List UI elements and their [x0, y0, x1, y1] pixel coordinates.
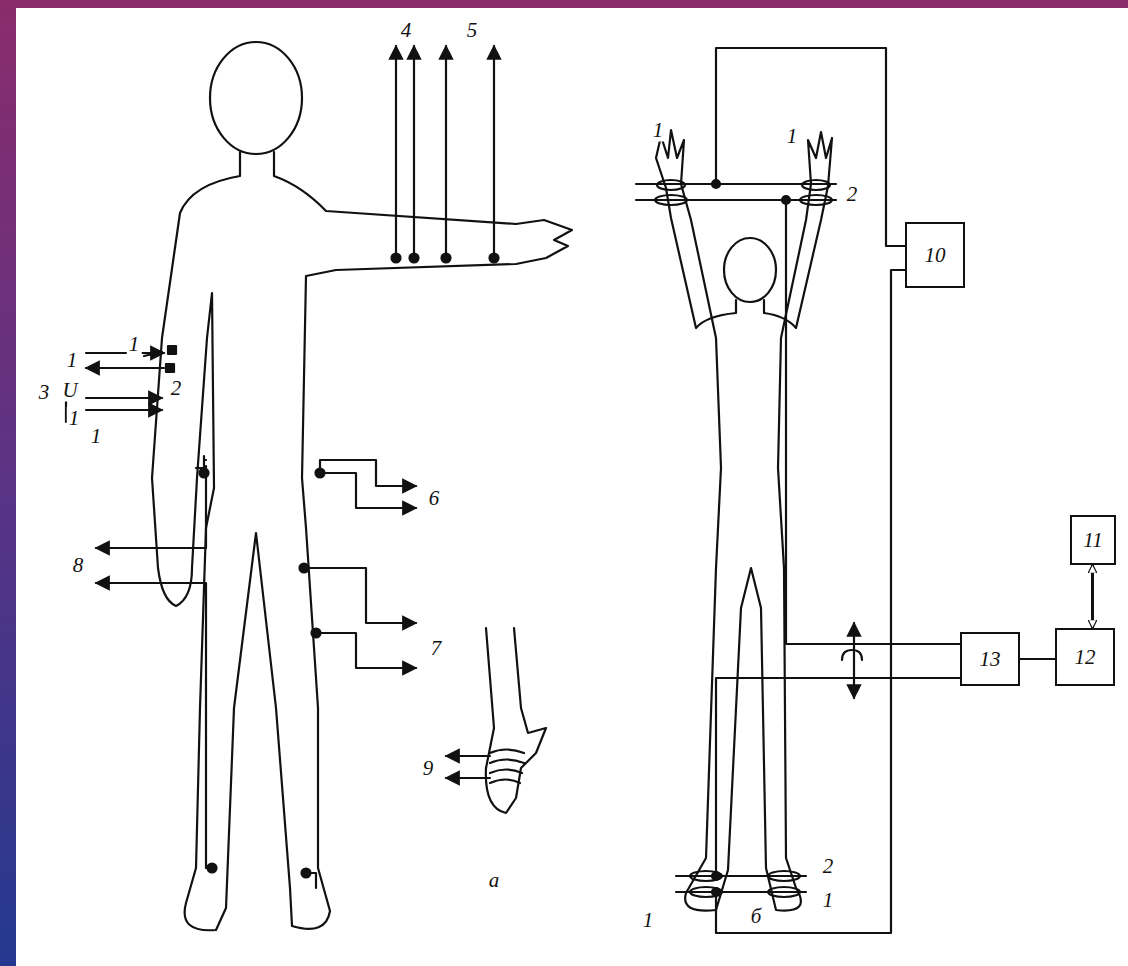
connector [1020, 658, 1055, 660]
illustration [16, 8, 1128, 966]
callout-number: 4 [399, 19, 414, 42]
callout-number: 8 [71, 554, 86, 577]
callout-number: 1 [127, 333, 142, 356]
device-box: 10 [905, 222, 965, 288]
callout-number: 1 [821, 889, 836, 912]
callout-number: 2 [169, 377, 184, 400]
device-box: 11 [1070, 515, 1116, 565]
callout-number: 1 [785, 125, 800, 148]
box-label: 13 [974, 643, 1007, 676]
device-box: 13 [960, 632, 1020, 686]
callout-number: 3 [37, 381, 52, 404]
box-label: 10 [919, 239, 952, 272]
connector [1091, 565, 1094, 628]
figure-a [66, 42, 572, 930]
callout-number: 1 [641, 909, 656, 932]
callout-number: 2 [821, 855, 836, 878]
callout-number: 1 [89, 425, 104, 448]
callout-number: 6 [427, 487, 442, 510]
callout-number: 2 [845, 183, 860, 206]
callout-number: U [60, 379, 79, 402]
callout-number: б [749, 905, 764, 928]
callout-number: 1 [67, 407, 82, 430]
box-label: 12 [1069, 641, 1102, 674]
slide-panel: 45113U2116789а112211б10111312 [16, 8, 1128, 966]
connector-layer [16, 8, 1128, 966]
callout-number: 1 [65, 349, 80, 372]
callout-number: а [487, 869, 502, 892]
callout-number: 5 [465, 19, 480, 42]
callout-number: 9 [421, 757, 436, 780]
figure-b [636, 48, 960, 933]
device-box: 12 [1055, 628, 1115, 686]
callout-number: 7 [429, 637, 444, 660]
callout-number: 1 [651, 119, 666, 142]
box-label: 11 [1077, 524, 1108, 557]
